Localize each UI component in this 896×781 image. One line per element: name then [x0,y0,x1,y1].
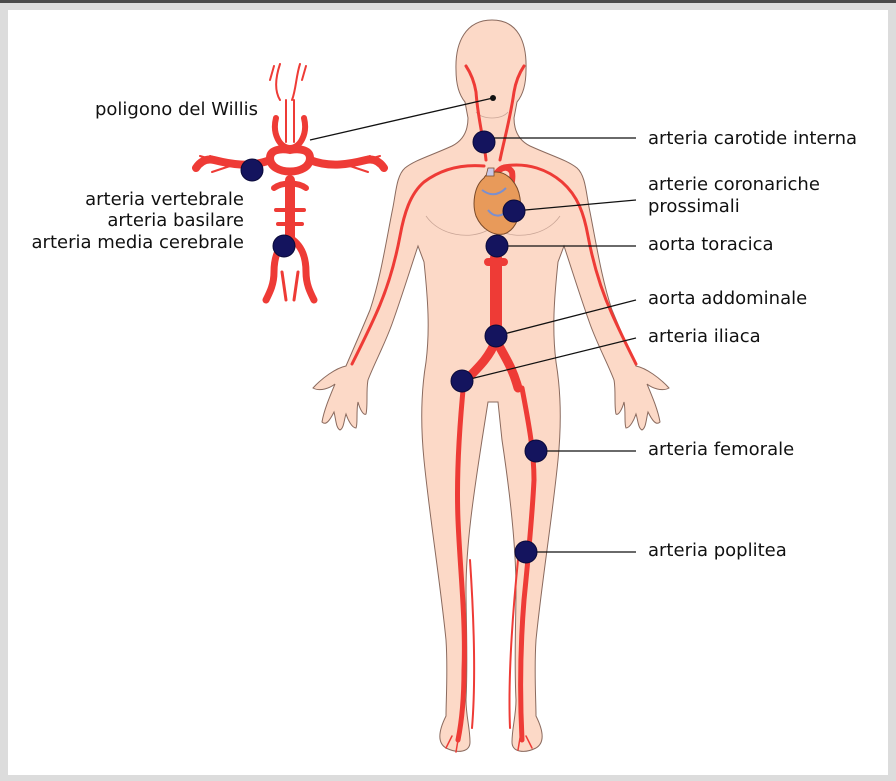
label-abdominal-aorta: aorta addominale [648,288,807,309]
willis-acomm [275,118,305,148]
body-outline [313,20,669,751]
marker-abdominal [485,325,507,347]
marker-thoracic [486,235,508,257]
label-internal-carotid: arteria carotide interna [648,128,857,149]
marker-carotid [473,131,495,153]
willis-pointer-dot [490,95,496,101]
willis-lower-branches [282,272,298,300]
marker-popliteal [515,541,537,563]
label-basilar: arteria basilare [107,210,244,231]
label-middle-cerebral: arteria media cerebrale [32,232,244,253]
label-iliac: arteria iliaca [648,326,761,347]
label-vertebral: arteria vertebrale [85,189,244,210]
mca-right [310,159,384,168]
leg-branch-left [470,560,474,728]
label-coronary-line2: prossimali [648,196,740,217]
marker-vertebral [241,159,263,181]
marker-femoral [525,440,547,462]
willis-ring [270,149,310,171]
marker-iliac [451,370,473,392]
marker-middle-cerebral [273,235,295,257]
label-popliteal: arteria poplitea [648,540,787,561]
label-thoracic-aorta: aorta toracica [648,234,774,255]
body-silhouette [313,20,669,751]
label-coronary-line1: arterie coronariche [648,174,820,195]
marker-coronary [503,200,525,222]
label-willis: poligono del Willis [95,99,258,120]
label-femoral: arteria femorale [648,439,794,460]
